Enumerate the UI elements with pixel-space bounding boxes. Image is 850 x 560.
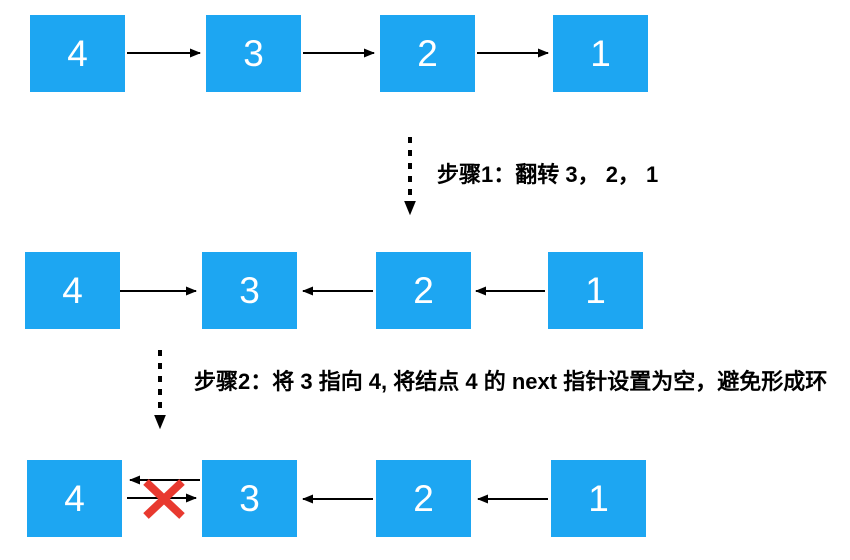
node-row3-value-4: 4: [27, 460, 122, 537]
node-row2-value-1: 1: [548, 252, 643, 329]
node-row3-value-3: 3: [202, 460, 297, 537]
node-row1-value-4: 4: [30, 15, 125, 92]
step2-label: 步骤2：将 3 指向 4, 将结点 4 的 next 指针设置为空，避免形成环: [194, 369, 828, 394]
node-row3-value-2: 2: [376, 460, 471, 537]
node-row1-value-2: 2: [380, 15, 475, 92]
red-cross-icon: [143, 479, 185, 519]
node-row1-value-3: 3: [206, 15, 301, 92]
node-row2-value-4: 4: [25, 252, 120, 329]
node-row2-value-2: 2: [376, 252, 471, 329]
node-row1-value-1: 1: [553, 15, 648, 92]
step1-label: 步骤1：翻转 3， 2， 1: [437, 162, 659, 187]
node-row3-value-1: 1: [551, 460, 646, 537]
node-row2-value-3: 3: [202, 252, 297, 329]
